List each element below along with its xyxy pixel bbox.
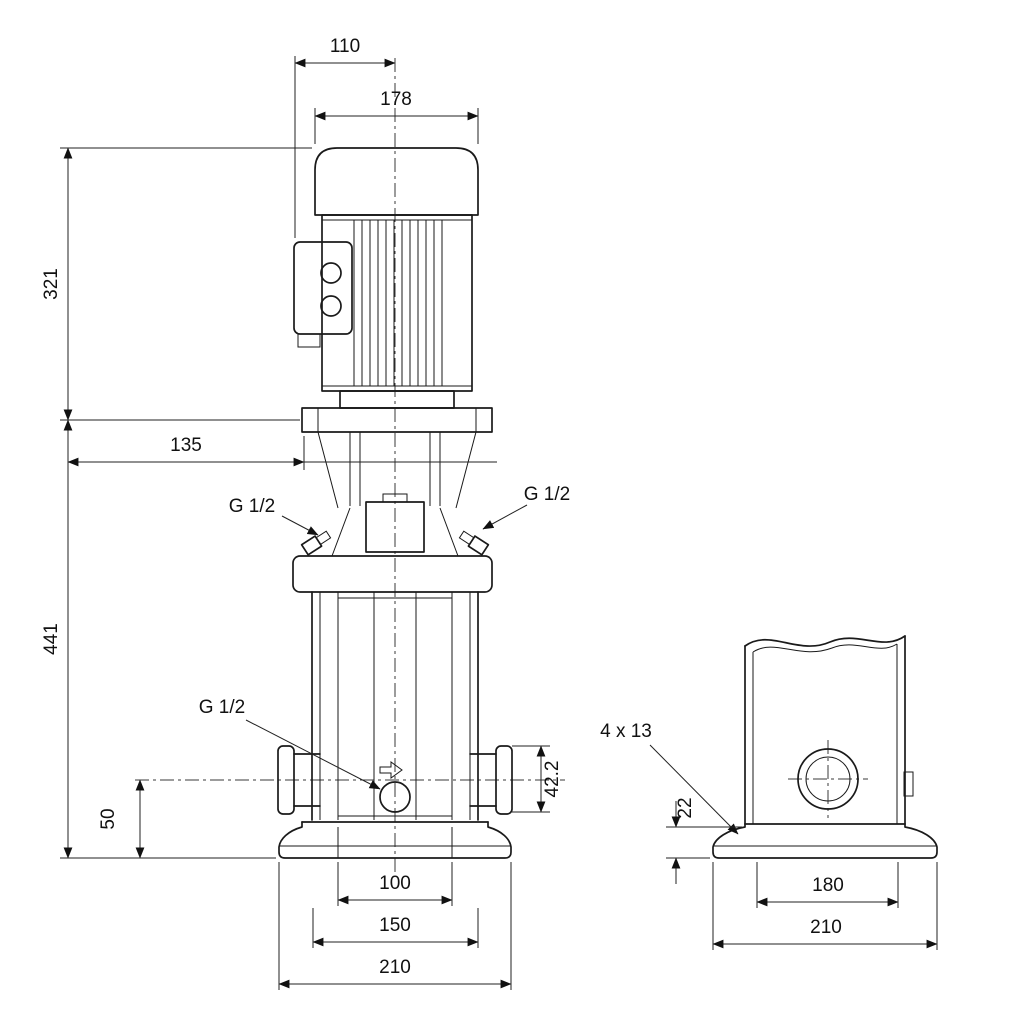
dim-label-180: 180 (812, 875, 844, 896)
callout-g12-top-left: G 1/2 (229, 496, 319, 536)
dim-100: 100 (337, 862, 453, 906)
dim-210-side: 210 (712, 862, 938, 950)
dim-label-22: 22 (675, 797, 696, 818)
drain-plug (379, 761, 411, 813)
dim-110: 110 (294, 36, 396, 238)
flow-direction-arrow-icon (379, 761, 403, 779)
dim-50: 50 (98, 779, 145, 859)
dim-label-321: 321 (41, 268, 62, 300)
vent-plug-left (300, 530, 332, 556)
plug-label-top-right: G 1/2 (524, 484, 570, 505)
dim-135: 135 (67, 435, 497, 470)
dim-label-42-2: 42.2 (542, 761, 563, 798)
dim-label-210-front: 210 (379, 957, 411, 978)
dim-210-front: 210 (278, 862, 512, 990)
pump-head-flange (292, 555, 493, 593)
side-port-bore (805, 756, 851, 802)
dim-label-135: 135 (170, 435, 202, 456)
dim-321: 321 (41, 147, 312, 421)
dim-label-50: 50 (98, 808, 119, 829)
dim-label-holes: 4 x 13 (600, 721, 652, 742)
plug-label-top-left: G 1/2 (229, 496, 275, 517)
dim-180: 180 (756, 862, 899, 908)
dim-label-110: 110 (330, 36, 360, 57)
terminal-box (293, 241, 353, 348)
pump-base (278, 821, 512, 859)
side-clip (903, 771, 914, 797)
centerlines (135, 58, 868, 872)
motor-flange (301, 390, 493, 433)
dim-178: 178 (314, 89, 479, 144)
callout-bolt-holes: 4 x 13 (600, 721, 739, 835)
coupling-lantern (317, 431, 477, 557)
callout-g12-top-right: G 1/2 (482, 484, 570, 530)
dim-22: 22 (666, 797, 742, 884)
plug-label-drain: G 1/2 (199, 697, 245, 718)
dim-441: 441 (41, 419, 276, 859)
pump-sleeve (311, 591, 479, 821)
dim-label-100: 100 (379, 873, 411, 894)
dim-label-178: 178 (380, 89, 412, 110)
dim-label-441: 441 (41, 623, 62, 655)
side-port-outer (797, 748, 859, 810)
callout-g12-drain: G 1/2 (199, 697, 381, 790)
dim-42-2: 42.2 (512, 745, 563, 813)
side-view-chamber (744, 635, 914, 825)
motor-fan-cover (314, 147, 479, 216)
dim-label-210-side: 210 (810, 917, 842, 938)
discharge-port (469, 745, 513, 815)
dim-150: 150 (312, 908, 479, 948)
vent-plug-right (458, 530, 490, 556)
side-view-base (712, 823, 938, 859)
suction-port (277, 745, 321, 815)
dim-label-150: 150 (379, 915, 411, 936)
